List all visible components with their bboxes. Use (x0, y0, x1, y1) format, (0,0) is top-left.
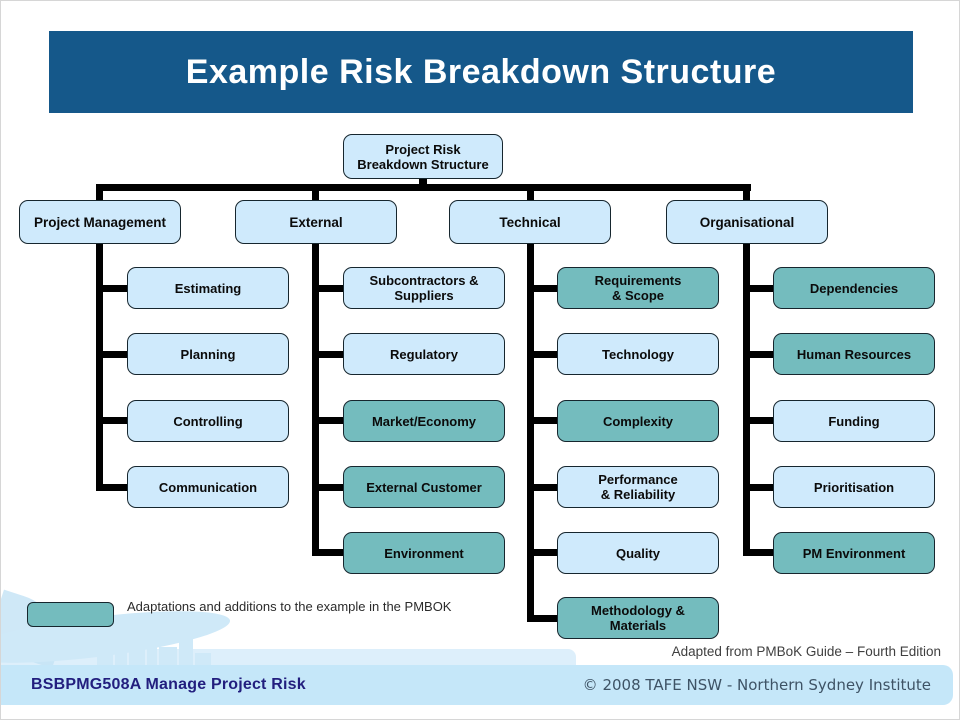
connector (312, 417, 346, 424)
connector (527, 417, 560, 424)
connector (743, 417, 776, 424)
node-requirements-scope: Requirements & Scope (557, 267, 719, 309)
connector (527, 549, 560, 556)
node-controlling: Controlling (127, 400, 289, 442)
node-quality: Quality (557, 532, 719, 574)
connector-spine-external (312, 184, 319, 556)
node-human-resources: Human Resources (773, 333, 935, 375)
node-external-customer: External Customer (343, 466, 505, 508)
connector (743, 351, 776, 358)
connector (527, 351, 560, 358)
connector (96, 417, 130, 424)
connector-spine-technical (527, 184, 534, 622)
connector (527, 615, 560, 622)
connector-root-stub (419, 176, 427, 186)
legend-label: Adaptations and additions to the example… (127, 599, 452, 614)
watermark-skyline-icon (97, 627, 217, 665)
node-market-economy: Market/Economy (343, 400, 505, 442)
root-node-project-risk-breakdown-structure: Project Risk Breakdown Structure (343, 134, 503, 179)
connector-trunk (96, 184, 751, 191)
node-communication: Communication (127, 466, 289, 508)
node-technology: Technology (557, 333, 719, 375)
node-complexity: Complexity (557, 400, 719, 442)
node-external: External (235, 200, 397, 244)
node-methodology-materials: Methodology & Materials (557, 597, 719, 639)
connector (527, 484, 560, 491)
footer-course-code: BSBPMG508A Manage Project Risk (31, 676, 306, 693)
connector (96, 285, 130, 292)
title-bar: Example Risk Breakdown Structure (49, 31, 913, 113)
node-performance-reliability: Performance & Reliability (557, 466, 719, 508)
node-estimating: Estimating (127, 267, 289, 309)
node-organisational: Organisational (666, 200, 828, 244)
node-funding: Funding (773, 400, 935, 442)
legend-swatch (27, 602, 114, 627)
connector (743, 285, 776, 292)
connector-spine-project-management (96, 184, 103, 491)
connector (743, 549, 776, 556)
connector (312, 285, 346, 292)
node-subcontractors-suppliers: Subcontractors & Suppliers (343, 267, 505, 309)
connector (312, 351, 346, 358)
source-note: Adapted from PMBoK Guide – Fourth Editio… (671, 644, 941, 659)
connector (527, 285, 560, 292)
page-title: Example Risk Breakdown Structure (185, 52, 777, 91)
connector (743, 484, 776, 491)
connector (312, 484, 346, 491)
node-planning: Planning (127, 333, 289, 375)
node-prioritisation: Prioritisation (773, 466, 935, 508)
node-technical: Technical (449, 200, 611, 244)
footer-bar: BSBPMG508A Manage Project Risk © 2008 TA… (1, 665, 953, 705)
node-regulatory: Regulatory (343, 333, 505, 375)
connector-spine-organisational (743, 184, 750, 556)
node-dependencies: Dependencies (773, 267, 935, 309)
node-environment: Environment (343, 532, 505, 574)
node-pm-environment: PM Environment (773, 532, 935, 574)
footer-copyright: © 2008 TAFE NSW - Northern Sydney Instit… (582, 676, 931, 694)
node-project-management: Project Management (19, 200, 181, 244)
connector (96, 351, 130, 358)
connector (312, 549, 346, 556)
connector (96, 484, 130, 491)
